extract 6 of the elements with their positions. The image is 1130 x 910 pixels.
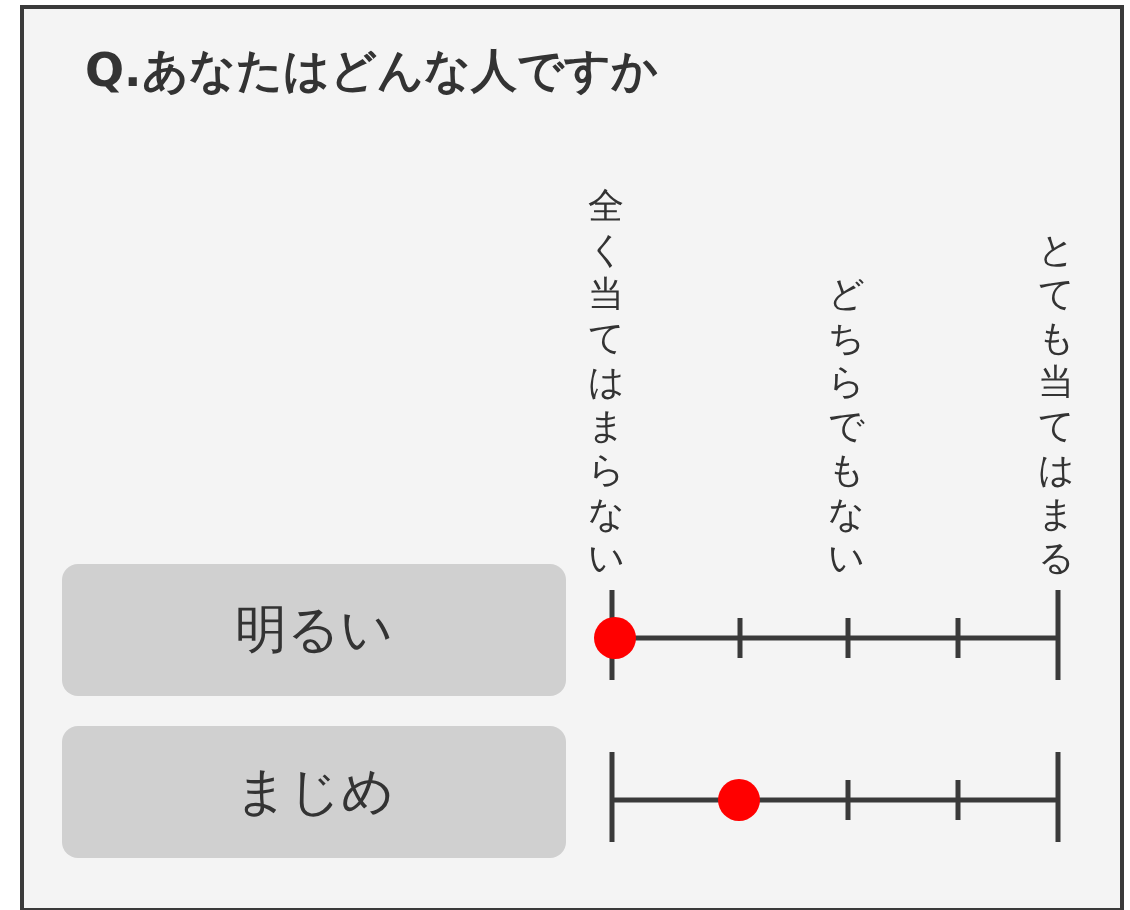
item-label-box: まじめ bbox=[62, 726, 566, 858]
scale-label: とても当てはまる bbox=[1036, 228, 1076, 580]
scale-label: どちらでもない bbox=[826, 272, 866, 580]
scale-label: 全く当てはまらない bbox=[586, 184, 626, 580]
question-title: Q.あなたはどんな人ですか bbox=[85, 42, 658, 99]
item-label-box: 明るい bbox=[62, 564, 566, 696]
